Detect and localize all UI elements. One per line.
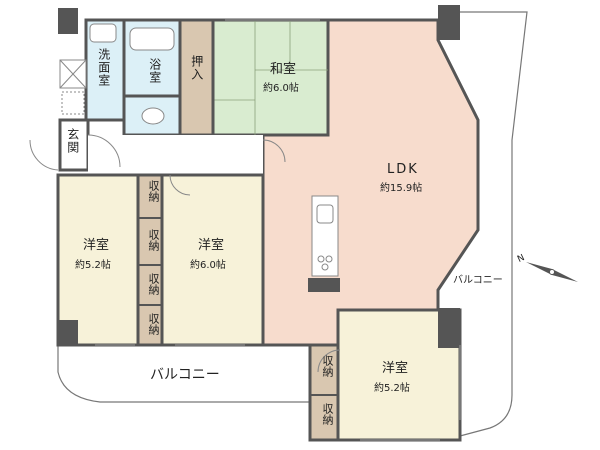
column: [438, 5, 460, 40]
western-c-size: 約5.2帖: [374, 383, 410, 394]
washitsu-name: 和室: [270, 62, 297, 77]
washitsu-main: [211, 18, 330, 137]
storage-label: 収納: [321, 355, 334, 377]
column: [58, 320, 78, 345]
western-a-name: 洋室: [83, 238, 110, 253]
bath-label: 浴室: [147, 58, 162, 84]
storage-column: [136, 173, 164, 347]
ldk-size: 約15.9帖: [380, 183, 423, 194]
column: [58, 8, 78, 34]
storage-label: 収納: [147, 313, 160, 335]
western-b-size: 約6.0帖: [190, 260, 226, 271]
washroom-label: 洗面室: [96, 48, 111, 87]
western-b-name: 洋室: [198, 238, 225, 253]
ldk-name: LDK: [387, 162, 419, 177]
corridor-floor: [88, 135, 263, 175]
western-a-floor: [56, 173, 140, 347]
balcony-south-outline: [57, 345, 310, 403]
balcony-south-label: バルコニー: [150, 367, 220, 383]
storage-c: [308, 343, 340, 442]
compass-rose: [526, 258, 578, 286]
western-a-size: 約5.2帖: [75, 260, 111, 271]
column: [438, 308, 460, 348]
storage-label: 収納: [147, 273, 160, 295]
washitsu-size: 約6.0帖: [263, 83, 299, 94]
closet-label: 押入: [189, 55, 204, 81]
western-b-floor: [160, 173, 265, 347]
storage-label: 収納: [147, 229, 160, 251]
storage-label: 収納: [147, 180, 160, 202]
western-c-name: 洋室: [382, 361, 409, 376]
storage-label: 収納: [321, 403, 334, 425]
entrance-label: 玄関: [65, 128, 80, 154]
balcony-east-label: バルコニー: [453, 275, 503, 286]
